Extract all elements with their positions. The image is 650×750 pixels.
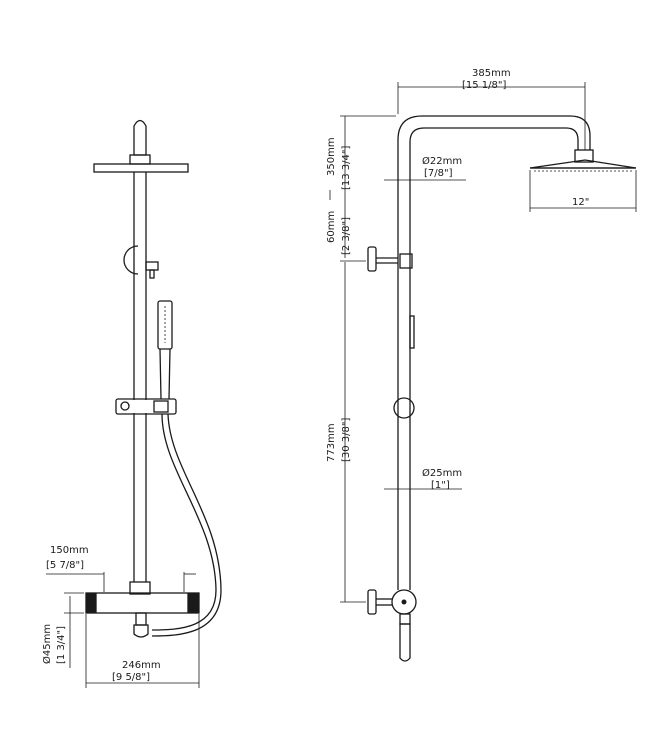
slider-knob-side: [393, 397, 415, 419]
riser-length-metric: 773mm: [326, 423, 337, 462]
head-size-imperial: 12": [572, 197, 589, 208]
lower-pipe-imperial: [1"]: [431, 480, 450, 491]
dimension-lower-pipe: Ø25mm [1"]: [384, 467, 462, 491]
lower-pipe-metric: Ø25mm: [422, 467, 462, 479]
riser-pipe-front: [133, 172, 147, 582]
mixer-diameter-imperial: [1 3/4"]: [56, 626, 67, 664]
wall-bracket-front: [123, 245, 159, 279]
arm-height-imperial: [13 3/4"]: [341, 146, 352, 190]
slider-front: [115, 398, 177, 415]
dimension-arm-height: 350mm [13 3/4"]: [326, 115, 396, 258]
dimension-mixer-width: 246mm [9 5/8"]: [85, 614, 200, 688]
hand-shower-side: [409, 315, 415, 349]
wall-bracket-side: [367, 246, 413, 272]
dimension-upper-pipe: Ø22mm [7/8"]: [384, 155, 466, 181]
hand-shower-front: [157, 300, 173, 400]
thermostatic-mixer: [85, 581, 200, 638]
upper-pipe-metric: Ø22mm: [422, 155, 462, 167]
valve-spacing-metric: 150mm: [50, 545, 89, 556]
arm-reach-imperial: [15 1/8"]: [462, 80, 506, 91]
mixer-side: [367, 589, 417, 662]
hose-front: [151, 413, 222, 637]
dimension-riser-length: 773mm [30 3/8"]: [326, 262, 366, 603]
arm-height-metric: 350mm: [326, 137, 337, 176]
dimension-arm-reach: 385mm [15 1/8"]: [397, 68, 586, 150]
dimension-mixer-diameter: Ø45mm [1 3/4"]: [41, 592, 84, 668]
riser-length-imperial: [30 3/8"]: [341, 418, 352, 462]
mixer-width-metric: 246mm: [122, 660, 161, 671]
upper-pipe-imperial: [7/8"]: [424, 168, 453, 179]
mixer-width-imperial: [9 5/8"]: [112, 672, 150, 683]
side-view: 385mm [15 1/8"] 350mm [13 3/4"] 60mm [2 …: [326, 68, 637, 662]
shower-head-front: [93, 154, 189, 173]
dimension-head-size: 12": [529, 170, 637, 212]
riser-top-cap: [133, 119, 147, 156]
front-view: 150mm [5 7/8"] Ø45mm [1 3/4"] 246mm [9 5…: [41, 119, 222, 688]
bracket-offset-metric: 60mm: [326, 211, 337, 243]
shower-arm-side: [397, 115, 591, 590]
bracket-offset-imperial: [2 3/8"]: [341, 217, 352, 255]
valve-spacing-imperial: [5 7/8"]: [46, 560, 84, 571]
shower-head-side: [529, 149, 637, 172]
dimension-valve-spacing: 150mm [5 7/8"]: [46, 545, 196, 592]
dimension-bracket-offset: 60mm [2 3/8"]: [326, 211, 366, 262]
arm-reach-metric: 385mm: [472, 68, 511, 79]
mixer-diameter-metric: Ø45mm: [41, 624, 53, 664]
